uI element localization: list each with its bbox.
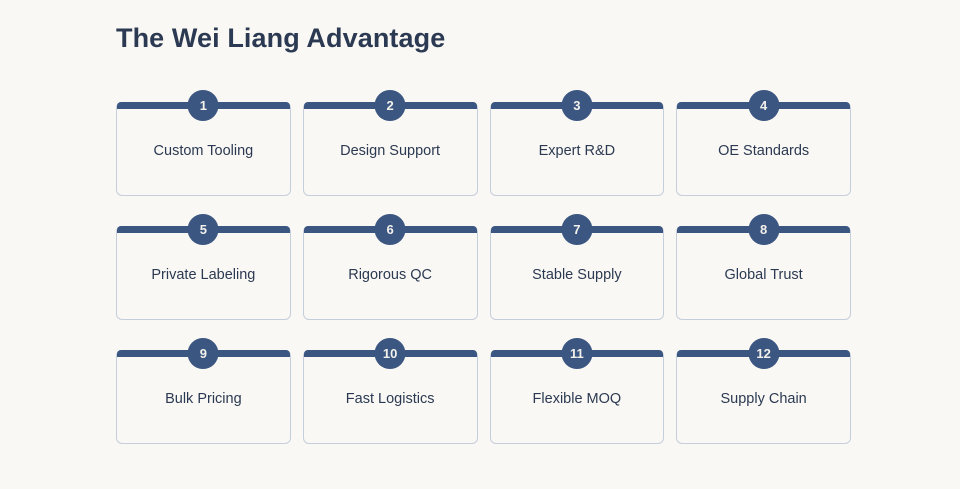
advantage-card[interactable]: 2 Design Support: [302, 90, 478, 196]
advantage-card[interactable]: 5 Private Labeling: [116, 214, 291, 320]
card-label: Fast Logistics: [345, 390, 435, 407]
card-number-badge: 3: [561, 90, 593, 121]
advantage-card[interactable]: 9 Bulk Pricing: [116, 338, 291, 444]
card-label: Design Support: [340, 142, 441, 159]
card-number-badge: 1: [187, 90, 219, 121]
advantage-card[interactable]: 3 Expert R&D: [489, 90, 665, 196]
advantage-card[interactable]: 8 Global Trust: [676, 214, 851, 320]
card-label: Stable Supply: [532, 266, 622, 283]
card-number-badge: 4: [748, 90, 780, 121]
card-number-badge: 5: [187, 214, 219, 245]
card-number-badge: 8: [748, 214, 780, 245]
card-number-badge: 11: [561, 338, 593, 369]
card-label: Rigorous QC: [348, 266, 433, 283]
card-number-badge: 7: [561, 214, 593, 245]
card-label: Supply Chain: [720, 390, 807, 407]
card-label: Private Labeling: [151, 266, 256, 283]
card-label: Expert R&D: [538, 142, 616, 159]
advantage-card[interactable]: 6 Rigorous QC: [302, 214, 478, 320]
card-number-badge: 2: [374, 90, 406, 121]
page-title: The Wei Liang Advantage: [116, 23, 446, 53]
card-number-badge: 9: [187, 338, 219, 369]
card-label: Flexible MOQ: [532, 390, 622, 407]
advantage-card[interactable]: 7 Stable Supply: [489, 214, 665, 320]
card-label: Global Trust: [724, 266, 803, 283]
advantage-card[interactable]: 10 Fast Logistics: [302, 338, 478, 444]
advantage-card[interactable]: 1 Custom Tooling: [116, 90, 291, 196]
advantage-card-grid: 1 Custom Tooling 2 Design Support 3 Expe…: [116, 90, 851, 444]
card-number-badge: 6: [374, 214, 406, 245]
card-label: Custom Tooling: [153, 142, 254, 159]
card-label: Bulk Pricing: [165, 390, 242, 407]
card-number-badge: 10: [374, 338, 406, 369]
advantage-card[interactable]: 4 OE Standards: [676, 90, 851, 196]
card-number-badge: 12: [748, 338, 780, 369]
advantage-card[interactable]: 11 Flexible MOQ: [489, 338, 665, 444]
advantage-card[interactable]: 12 Supply Chain: [676, 338, 851, 444]
card-label: OE Standards: [718, 142, 810, 159]
